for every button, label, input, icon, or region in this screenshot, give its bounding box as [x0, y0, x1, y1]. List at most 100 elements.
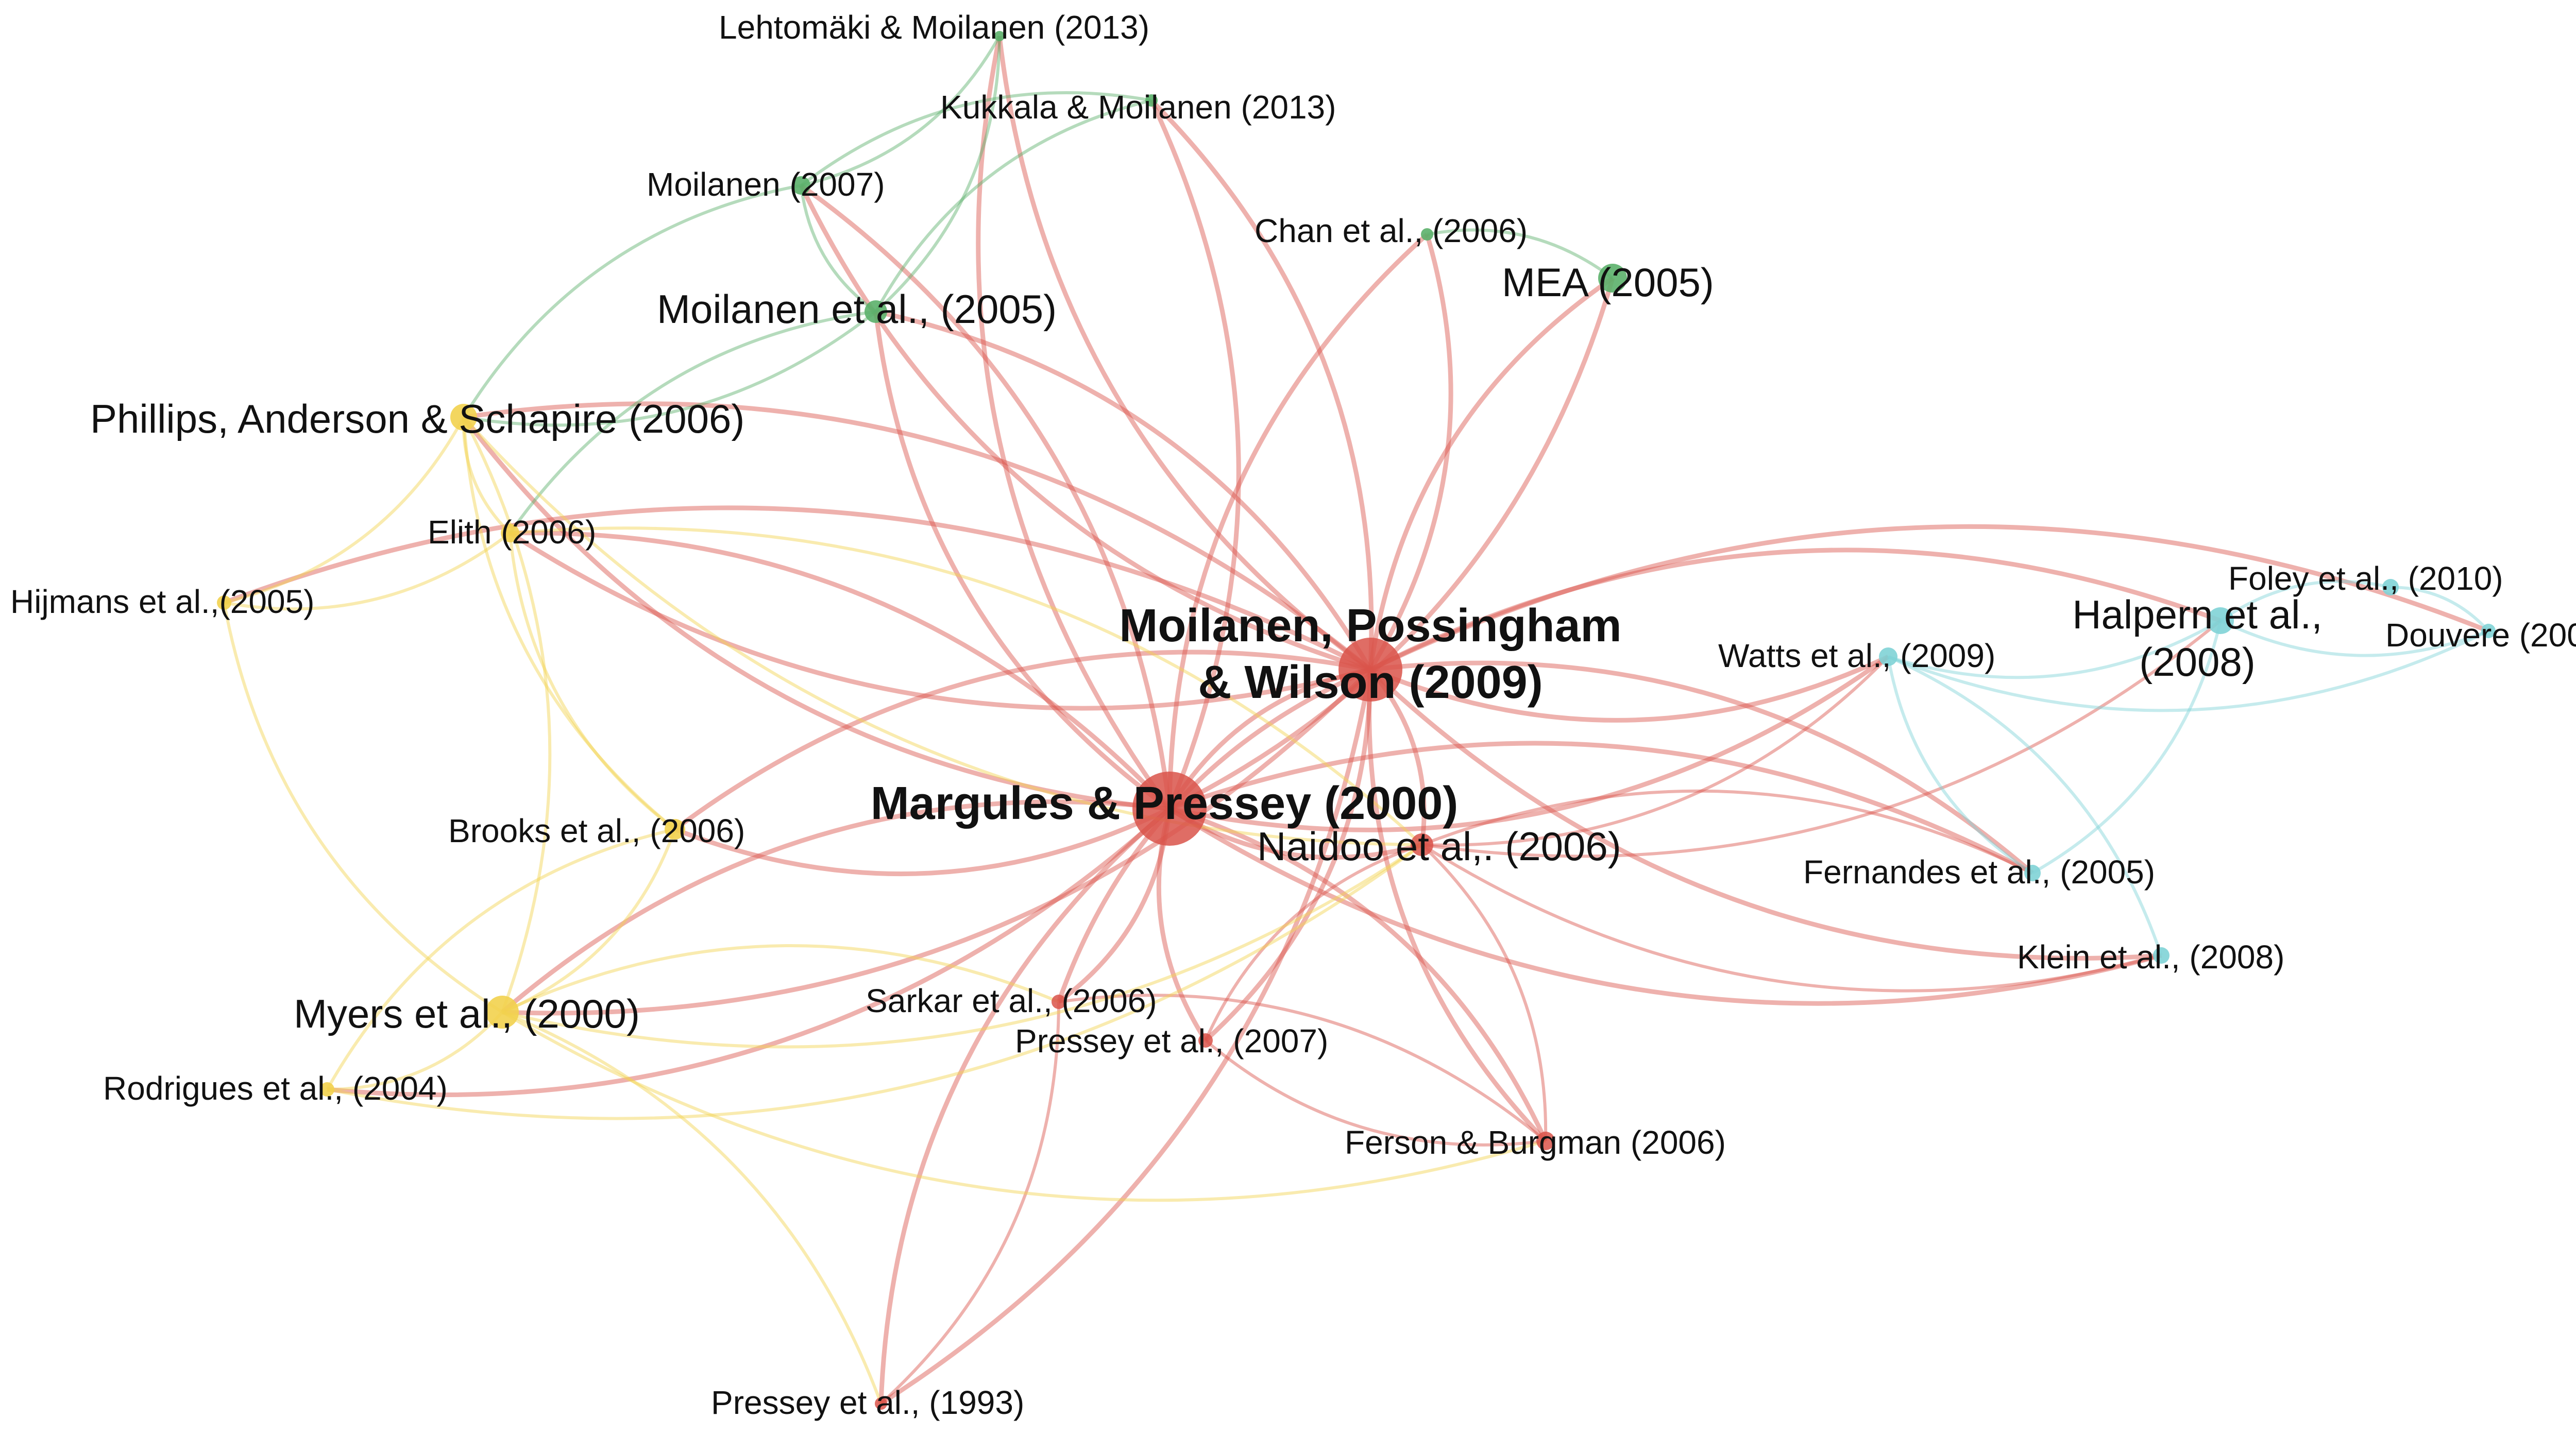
edge-rodrigues-2004-naidoo-2006 — [327, 843, 1423, 1120]
node-naidoo-2006[interactable] — [1411, 833, 1433, 856]
node-kukkala-moilanen-2013[interactable] — [1145, 94, 1158, 107]
edge-margules-pressey-2000-mea-2005 — [1168, 277, 1615, 811]
node-label-line: Margules & Pressey (2000) — [871, 778, 1459, 829]
edge-myers-2000-sarkar-2006 — [501, 944, 1060, 1014]
node-label-foley-2010: Foley et al., (2010) — [2228, 560, 2503, 597]
node-label-margules-pressey-2000: Margules & Pressey (2000) — [871, 778, 1459, 829]
edge-watts-2009-klein-2008 — [1887, 655, 2163, 956]
edge-margules-pressey-2000-elith-2006 — [510, 531, 1172, 811]
node-label-line: Moilanen, Possingham — [1119, 600, 1621, 652]
node-label-sarkar-2006: Sarkar et al., (2006) — [866, 982, 1157, 1019]
node-phillips-2006[interactable] — [450, 404, 477, 431]
node-label-line: Kukkala & Moilanen (2013) — [940, 89, 1336, 126]
edge-margules-pressey-2000-watts-2009 — [1169, 655, 1890, 832]
node-label-kukkala-moilanen-2013: Kukkala & Moilanen (2013) — [940, 89, 1336, 126]
node-label-line: Pressey et al., (1993) — [711, 1384, 1024, 1421]
node-label-line: Klein et al., (2008) — [2017, 938, 2284, 976]
edge-naidoo-2006-ferson-burgman-2006 — [1420, 843, 1548, 1141]
node-watts-2009[interactable] — [1879, 647, 1897, 666]
node-label-line: Foley et al., (2010) — [2228, 560, 2503, 597]
node-label-chan-2006: Chan et al., (2006) — [1255, 212, 1528, 249]
edge-margules-pressey-2000-kukkala-moilanen-2013 — [1149, 99, 1241, 810]
edge-margules-pressey-2000-fernandes-2005 — [1168, 741, 2034, 875]
node-label-line: Moilanen et al., (2005) — [657, 286, 1057, 332]
edge-moilanen-possingham-wilson-2009-pressey-2007 — [1204, 669, 1373, 1043]
edge-halpern-2008-fernandes-2005 — [2031, 620, 2222, 875]
node-rodrigues-2004[interactable] — [320, 1082, 334, 1097]
node-label-line: Halpern et al., — [2072, 592, 2323, 637]
edge-moilanen-possingham-wilson-2009-moilanen-2005 — [875, 309, 1372, 671]
node-sarkar-2006[interactable] — [1052, 995, 1066, 1009]
edge-myers-2000-rodrigues-2004 — [327, 1011, 504, 1091]
node-elith-2006[interactable] — [501, 524, 519, 542]
edge-sarkar-2006-ferson-burgman-2006 — [1058, 994, 1547, 1142]
node-label-line: Phillips, Anderson & Schapire (2006) — [90, 396, 744, 441]
node-hijmans-2005[interactable] — [217, 595, 231, 610]
node-pressey-2007[interactable] — [1198, 1033, 1213, 1048]
node-foley-2010[interactable] — [2382, 579, 2399, 595]
node-douvere-2008[interactable] — [2481, 624, 2496, 638]
node-mea-2005[interactable] — [1598, 264, 1627, 293]
edge-watts-2009-halpern-2008 — [1888, 619, 2222, 679]
edge-pressey-1993-sarkar-2006 — [879, 1001, 1060, 1405]
node-halpern-2008[interactable] — [2207, 607, 2234, 634]
node-chan-2006[interactable] — [1421, 228, 1433, 241]
edge-moilanen-possingham-wilson-2009-hijmans-2005 — [223, 505, 1372, 672]
node-myers-2000[interactable] — [486, 996, 519, 1029]
node-moilanen-2005[interactable] — [865, 300, 887, 323]
node-label-line: Sarkar et al., (2006) — [866, 982, 1157, 1019]
node-label-naidoo-2006: Naidoo et al,. (2006) — [1257, 824, 1621, 869]
node-pressey-1993[interactable] — [875, 1397, 887, 1410]
node-label-douvere-2008: Douvere (2008) — [2385, 617, 2576, 654]
edge-brooks-2006-rodrigues-2004 — [326, 828, 675, 1090]
edge-halpern-2008-douvere-2008 — [2219, 619, 2489, 657]
edge-pressey-2007-ferson-burgman-2006 — [1205, 1039, 1546, 1147]
node-label-line: Chan et al., (2006) — [1255, 212, 1528, 249]
edge-moilanen-possingham-wilson-2009-mea-2005 — [1368, 276, 1614, 670]
edge-moilanen-possingham-wilson-2009-brooks-2006 — [673, 650, 1371, 831]
node-fernandes-2005[interactable] — [2024, 865, 2041, 881]
edge-moilanen-2007-phillips-2006 — [462, 184, 802, 418]
edge-phillips-2006-hijmans-2005 — [224, 416, 465, 604]
node-margules-pressey-2000[interactable] — [1132, 772, 1207, 846]
node-ferson-burgman-2006[interactable] — [1536, 1132, 1555, 1150]
edge-moilanen-possingham-wilson-2009-ferson-burgman-2006 — [1367, 669, 1548, 1143]
node-brooks-2006[interactable] — [665, 819, 685, 840]
edge-myers-2000-naidoo-2006 — [502, 843, 1423, 1049]
edge-moilanen-possingham-wilson-2009-douvere-2008 — [1369, 524, 2489, 672]
node-label-moilanen-possingham-wilson-2009: Moilanen, Possingham& Wilson (2009) — [1119, 600, 1621, 708]
node-label-line: (2008) — [2139, 639, 2255, 685]
node-moilanen-2007[interactable] — [792, 176, 810, 195]
node-label-line: Pressey et al., (2007) — [1015, 1022, 1328, 1060]
node-label-brooks-2006: Brooks et al., (2006) — [448, 812, 745, 849]
edge-myers-2000-ferson-burgman-2006 — [501, 1011, 1546, 1202]
node-label-line: Douvere (2008) — [2385, 617, 2576, 654]
edge-pressey-2007-naidoo-2006 — [1204, 843, 1422, 1041]
node-label-moilanen-2007: Moilanen (2007) — [647, 166, 885, 203]
edge-margules-pressey-2000-klein-2008 — [1168, 807, 2162, 1006]
edge-moilanen-possingham-wilson-2009-chan-2006 — [1368, 233, 1453, 671]
node-lehtomaki-moilanen-2013[interactable] — [994, 31, 1005, 41]
node-label-line: Naidoo et al,. (2006) — [1257, 824, 1621, 869]
edge-moilanen-possingham-wilson-2009-phillips-2006 — [463, 401, 1372, 672]
edge-moilanen-possingham-wilson-2009-fernandes-2005 — [1370, 660, 2034, 875]
edge-brooks-2006-myers-2000 — [501, 828, 676, 1014]
edge-naidoo-2006-halpern-2008 — [1421, 619, 2222, 858]
edge-moilanen-2005-kukkala-moilanen-2013 — [874, 99, 1152, 313]
node-label-line: Hijmans et al.,(2005) — [10, 583, 314, 620]
edge-margules-pressey-2000-chan-2006 — [1167, 232, 1429, 809]
edge-elith-2006-brooks-2006 — [509, 533, 676, 831]
edge-moilanen-possingham-wilson-2009-myers-2000 — [502, 668, 1372, 1016]
node-label-moilanen-2005: Moilanen et al., (2005) — [657, 286, 1057, 332]
node-klein-2008[interactable] — [2153, 947, 2170, 964]
edge-margules-pressey-2000-moilanen-2007 — [800, 183, 1172, 809]
edge-hijmans-2005-myers-2000 — [223, 602, 503, 1014]
node-moilanen-possingham-wilson-2009[interactable] — [1338, 638, 1402, 702]
node-label-phillips-2006: Phillips, Anderson & Schapire (2006) — [90, 396, 744, 441]
edge-watts-2009-fernandes-2005 — [1887, 656, 2033, 875]
edge-moilanen-possingham-wilson-2009-pressey-1993 — [879, 669, 1373, 1406]
edge-moilanen-possingham-wilson-2009-lehtomaki-moilanen-2013 — [997, 36, 1372, 672]
node-label-ferson-burgman-2006: Ferson & Burgman (2006) — [1345, 1124, 1726, 1161]
node-label-line: Rodrigues et al., (2004) — [103, 1070, 448, 1107]
